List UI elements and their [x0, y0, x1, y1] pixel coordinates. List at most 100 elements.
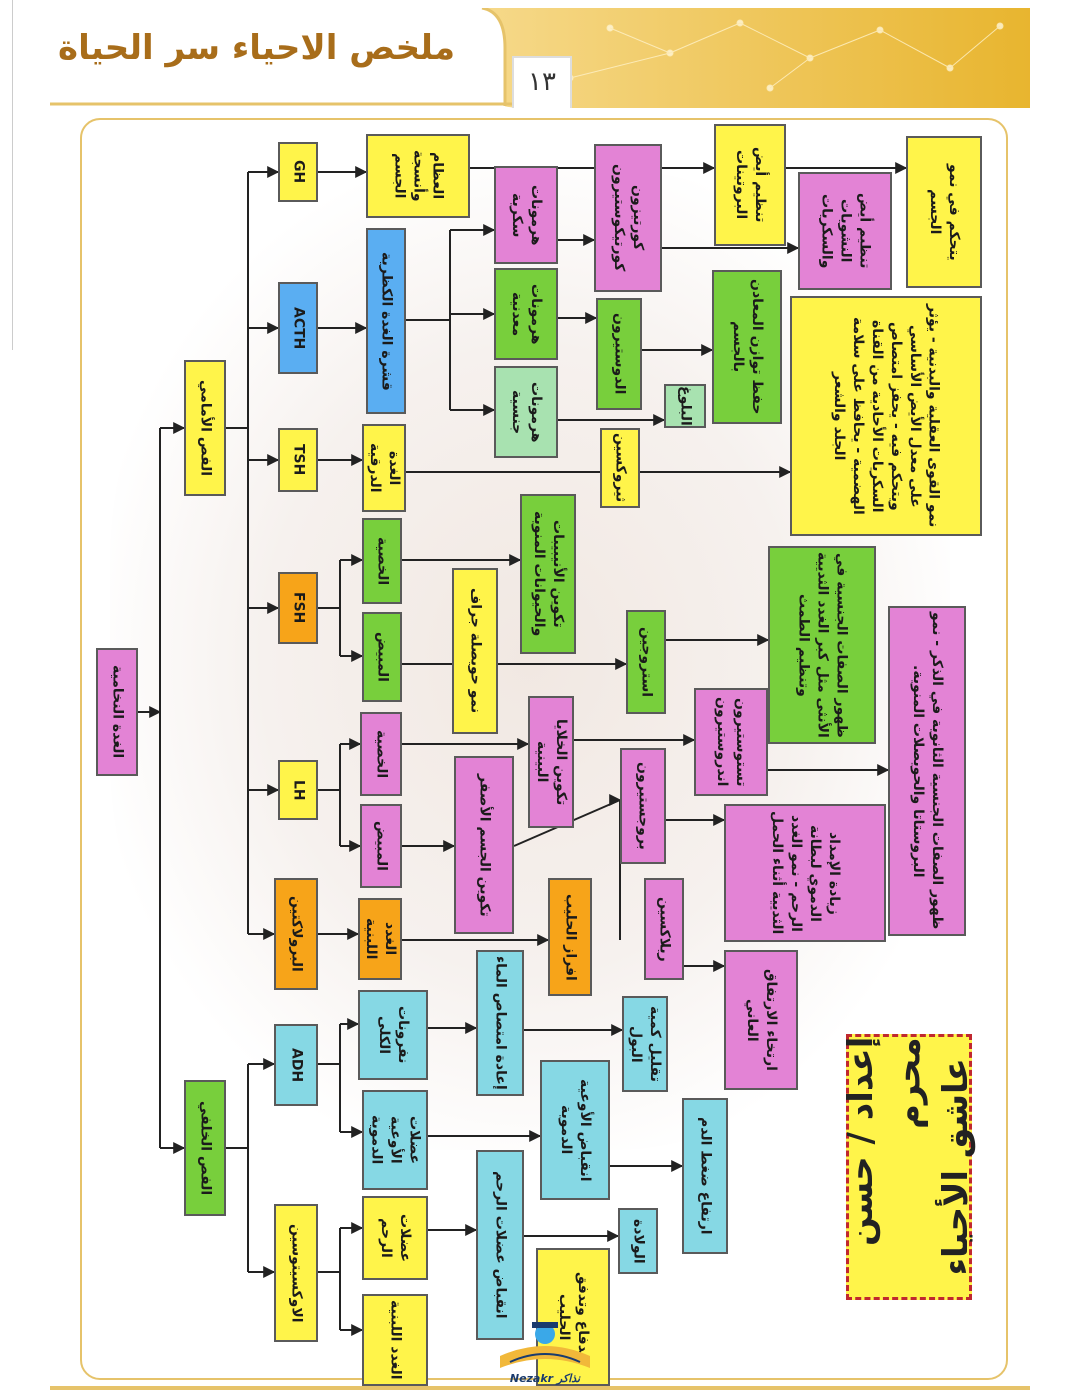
node-pituitary: الغدة النخامية	[96, 648, 138, 776]
node-sperm-formation: تكوين الأنيبيبات والحيوانات المنوية	[520, 494, 576, 654]
node-bones: العظام وأنسجة الجسم	[366, 134, 470, 218]
node-label: تكوين الخلايا البينية	[534, 718, 569, 806]
node-label: الفص الأمامي	[197, 379, 214, 477]
node-label: افراز الحليب	[562, 893, 579, 981]
credit-box: إعداد / حسن محرم عاشق الأحياء	[841, 1034, 976, 1300]
node-graafian: نمو حويصلة جراف	[452, 568, 498, 734]
node-progesterone-effects: زيادة الإمداد الدموي لبطانة الرحم - نمو …	[724, 804, 886, 942]
node-label: ارتفاع ضغط الدم	[697, 1117, 714, 1235]
bottom-rule	[50, 1386, 1030, 1390]
node-interstitial: تكوين الخلايا البينية	[528, 696, 574, 828]
node-label: بروجستيرون	[635, 762, 652, 850]
node-thyroxine-effects: نمو القوى العقلية والبدنية - يؤثر على مع…	[790, 296, 982, 536]
node-anterior: الفص الأمامي	[184, 360, 226, 496]
node-estrogen: استروجين	[626, 610, 666, 714]
node-carb-reg: تنظيم أيض النشويات والسكريات	[798, 172, 892, 290]
node-mammary: الغدد اللبنية	[358, 898, 402, 980]
node-vessel-constrict: انقباض الأوعية الدموية	[540, 1060, 610, 1200]
node-label: الولادة	[630, 1218, 647, 1264]
node-label: ظهور الصفات الجنسية في الأنثى مثل كبر ال…	[795, 552, 850, 738]
node-label: عضلات الأوعية الدموية	[368, 1115, 423, 1165]
node-label: الغدة النخامية	[109, 665, 126, 759]
node-sex-hormones: هرمونات جنسية	[494, 366, 558, 458]
node-uterus-muscles: عضلات الرحم	[362, 1196, 428, 1280]
node-label: تنظيم أيض النشويات والسكريات	[818, 193, 873, 269]
node-sugar-hormones: هرمونات سكرية	[494, 166, 558, 264]
node-relaxin: ريلاكسين	[644, 878, 684, 980]
node-protein-reg: تنظيم أيض البروتينات	[714, 124, 786, 246]
node-label: ACTH	[290, 306, 307, 350]
nezakr-logo-icon	[500, 1322, 590, 1368]
node-label: الغدد اللبنية	[363, 918, 398, 960]
node-label: الخصية	[373, 729, 390, 779]
node-label: الاوكسيتوسين	[288, 1223, 305, 1323]
node-label: انقباض الأوعية الدموية	[558, 1078, 593, 1182]
node-label: الخصية	[374, 536, 391, 586]
node-label: LH	[290, 779, 307, 801]
node-uterus-contract: انقباض عضلات الرحم	[476, 1150, 524, 1340]
node-testosterone: تستوستيرون اندروستيرون	[694, 688, 768, 796]
node-label: المبيض	[374, 632, 391, 682]
node-progesterone: بروجستيرون	[620, 748, 666, 864]
node-water-reabsorb: إعادة امتصاص الماء	[476, 950, 524, 1096]
node-label: TSH	[290, 444, 307, 476]
node-label: البلوغ	[677, 386, 694, 426]
node-corpus-luteum: تكوين الجسم الأصفر	[454, 756, 514, 934]
node-mineral-hormones: هرمونات معدنية	[494, 268, 558, 360]
header-banner	[50, 8, 1030, 108]
node-acth: ACTH	[278, 282, 318, 374]
node-label: الدوستيرون	[611, 313, 628, 395]
node-label: تكوين الجسم الأصفر	[476, 773, 493, 917]
node-milk-secretion: افراز الحليب	[548, 878, 592, 996]
node-label: المبيض	[373, 821, 390, 871]
node-label: الغدد اللبنية	[387, 1300, 404, 1380]
node-label: اندفاع وتدفق الحليب	[556, 1271, 591, 1363]
node-posterior: الفص الخلفي	[184, 1080, 226, 1216]
node-label: استروجين	[638, 626, 655, 698]
node-label: كورتيزون كورتيكوستيرون	[611, 164, 646, 272]
node-label: العظام وأنسجة الجسم	[391, 150, 446, 202]
node-birth: الولادة	[618, 1208, 658, 1274]
node-less-urine: تقليل كمية البول	[622, 996, 668, 1092]
node-label: نمو حويصلة جراف	[467, 588, 484, 714]
node-bp-rise: ارتفاع ضغط الدم	[682, 1098, 728, 1254]
node-milk-flow: اندفاع وتدفق الحليب	[536, 1248, 610, 1386]
page-title: ملخص الاحياء سر الحياة	[58, 28, 456, 68]
node-label: تكوين الأنيبيبات والحيوانات المنوية	[531, 511, 566, 637]
node-lh: LH	[278, 760, 318, 820]
node-label: البرولاكتين	[288, 896, 305, 972]
node-thyroid: الغدة الدرقية	[362, 424, 406, 512]
node-label: زيادة الإمداد الدموي لبطانة الرحم - نمو …	[769, 811, 842, 935]
node-label: عضلات الرحم	[378, 1213, 413, 1263]
node-lh-ovary: المبيض	[360, 804, 402, 888]
node-label: FSH	[290, 592, 307, 624]
node-label: هرمونات معدنية	[509, 283, 544, 345]
node-fsh-testis: الخصية	[362, 518, 402, 604]
node-prolactin: البرولاكتين	[274, 878, 318, 990]
node-label: حفظ توازن المعادن بالجسم	[730, 279, 765, 415]
node-adrenal-cortex: قشرة الغدة الكظرية	[366, 228, 406, 414]
node-label: ADH	[288, 1047, 305, 1083]
node-lh-testis: الخصية	[360, 712, 402, 796]
node-thyroxine: ثيروكسين	[600, 428, 640, 508]
node-label: الغدة الدرقية	[367, 443, 402, 493]
node-label: ظهور الصفات الجنسية الثانوية في الذكر - …	[910, 612, 945, 930]
node-label: يتحكم في نمو الجسم	[927, 163, 962, 261]
node-label: الفص الخلفي	[197, 1100, 214, 1196]
node-label: تقليل كمية البول	[628, 1006, 663, 1082]
node-fsh-ovary: المبيض	[362, 612, 402, 702]
node-cortisone: كورتيزون كورتيكوستيرون	[594, 144, 662, 292]
left-edge-line	[0, 0, 13, 350]
node-label: نمو القوى العقلية والبدنية - يؤثر على مع…	[831, 304, 942, 528]
node-male-traits: ظهور الصفات الجنسية الثانوية في الذكر - …	[888, 606, 966, 936]
credit-box-2	[846, 1034, 972, 1300]
node-adh: ADH	[274, 1024, 318, 1106]
node-label: ريلاكسين	[656, 896, 673, 962]
node-female-traits: ظهور الصفات الجنسية في الأنثى مثل كبر ال…	[768, 546, 876, 744]
node-mineral-balance: حفظ توازن المعادن بالجسم	[712, 270, 782, 424]
node-aldosterone: الدوستيرون	[596, 298, 642, 410]
node-label: تنظيم أيض البروتينات	[733, 147, 768, 223]
node-label: هرمونات جنسية	[509, 381, 544, 443]
node-label: ارتخاء الارتفاق العاني	[744, 969, 779, 1071]
node-relaxin-effect: ارتخاء الارتفاق العاني	[724, 950, 798, 1090]
